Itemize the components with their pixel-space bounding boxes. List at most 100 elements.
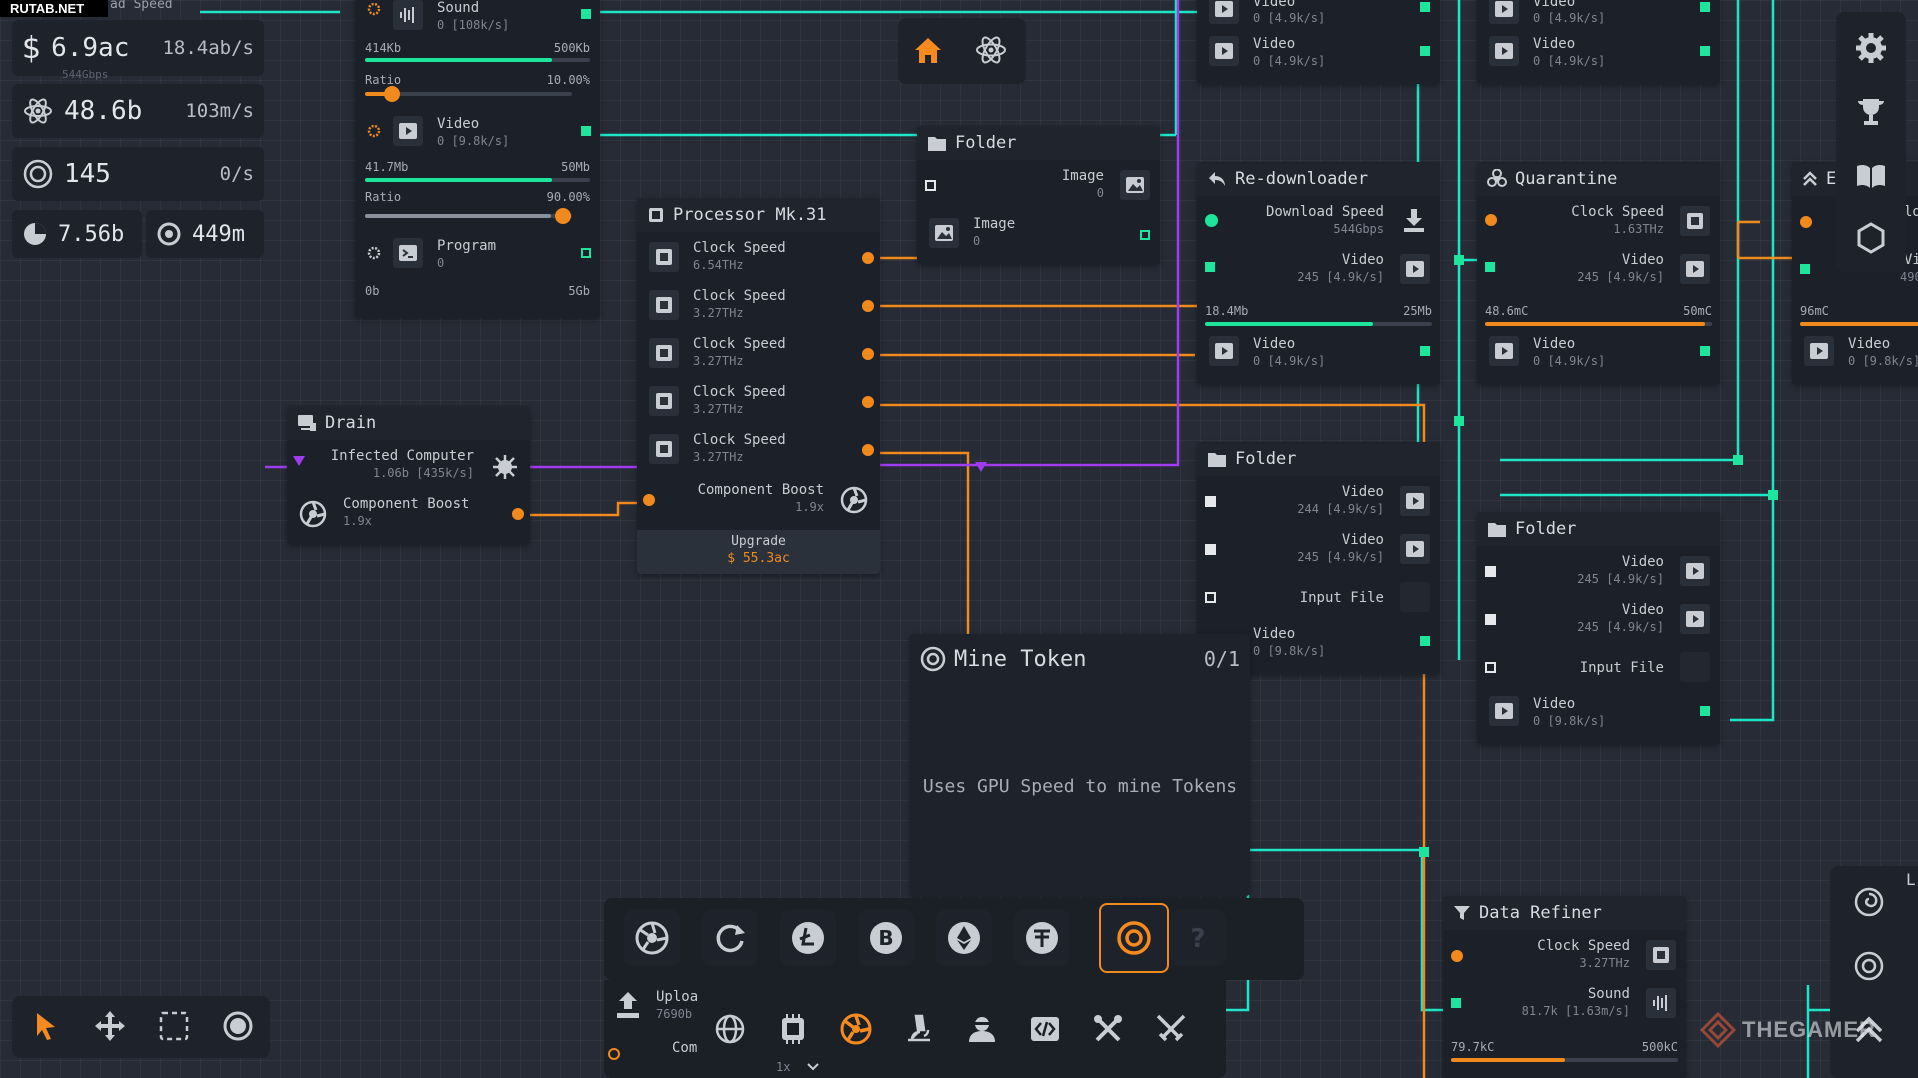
redownloader-title-bar[interactable]: Re-downloader [1197, 162, 1440, 196]
litecoin-button[interactable] [780, 910, 836, 966]
pointer-tool[interactable] [20, 1000, 72, 1052]
crypto-button[interactable] [624, 910, 680, 966]
media-node[interactable]: Sound 0 [108k/s] 414Kb 500Kb Ratio 10.00… [355, 0, 600, 318]
fr-input-1[interactable] [1485, 566, 1496, 577]
codex-button[interactable] [1845, 150, 1897, 202]
ratio2-slider[interactable] [365, 214, 572, 218]
quarantine-title-bar[interactable]: Quarantine [1477, 162, 1720, 196]
prestige-button[interactable] [1845, 212, 1897, 264]
gear-small-icon [367, 246, 381, 260]
folder-right-title-bar[interactable]: Folder [1477, 512, 1720, 546]
fm-input-file-slot[interactable] [1400, 582, 1430, 612]
redownloader-top-node[interactable]: Video 0 [4.9k/s] Video 0 [4.9k/s] [1197, 0, 1440, 84]
folder-mid-title-bar[interactable]: Folder [1197, 442, 1440, 476]
processor-node[interactable]: Processor Mk.31 Clock Speed6.54THzClock … [637, 198, 880, 574]
quarantine-top-node[interactable]: Video 0 [4.9k/s] Video 0 [4.9k/s] [1477, 0, 1720, 84]
data-refiner-title-bar[interactable]: Data Refiner [1443, 896, 1686, 930]
swords-tab[interactable] [1145, 1003, 1197, 1055]
refresh-button[interactable] [702, 910, 758, 966]
mine-token-title-bar[interactable]: Mine Token 0/1 [910, 634, 1250, 684]
money-sub: 544Gbps [62, 68, 108, 81]
redownloader-node[interactable]: Re-downloader Download Speed 544Gbps Vid… [1197, 162, 1440, 384]
q-top-output-2[interactable] [1700, 46, 1710, 56]
fr-input-2[interactable] [1485, 614, 1496, 625]
research-button[interactable] [965, 24, 1017, 76]
fm-input-1[interactable] [1205, 496, 1216, 507]
edge-r3: 490 [1900, 270, 1918, 284]
unknown-button[interactable]: ? [1170, 910, 1226, 966]
tether-button[interactable] [1014, 910, 1070, 966]
clock-output-port[interactable] [862, 300, 874, 312]
home-button[interactable] [902, 24, 954, 76]
clock-output-port[interactable] [862, 444, 874, 456]
dr-sound-input[interactable] [1451, 998, 1461, 1008]
select-tool[interactable] [148, 1000, 200, 1052]
fm-input-file-label: Input File [1300, 590, 1384, 606]
fm-input-2[interactable] [1205, 544, 1216, 555]
achievements-button[interactable] [1845, 86, 1897, 138]
rd-video-input[interactable] [1205, 262, 1215, 272]
settings-button[interactable] [1845, 22, 1897, 74]
sound-output-port[interactable] [581, 9, 591, 19]
ratio2-slider-handle[interactable] [555, 208, 571, 224]
chip-tab[interactable] [767, 1003, 819, 1055]
quarantine-node[interactable]: Quarantine Clock Speed 1.63THz Video 245… [1477, 162, 1720, 384]
upload-area[interactable]: Uploa 7690b [610, 985, 700, 1045]
drain-boost-port[interactable] [512, 508, 524, 520]
clock-output-port[interactable] [862, 252, 874, 264]
drain-title-bar[interactable]: Drain [287, 406, 530, 440]
circle-tool[interactable] [212, 1000, 264, 1052]
edge-input-1[interactable] [1800, 216, 1812, 228]
folder-top-node[interactable]: Folder Image 0 Image 0 [917, 126, 1160, 264]
rd-top-output-2[interactable] [1420, 46, 1430, 56]
move-tool[interactable] [84, 1000, 136, 1052]
proc-boost-input-port[interactable] [643, 494, 655, 506]
dr-clock-input[interactable] [1451, 950, 1463, 962]
target-token-button[interactable] [1099, 903, 1169, 973]
com-port[interactable] [608, 1048, 620, 1060]
q-top-output-1[interactable] [1700, 2, 1710, 12]
mine-token-node[interactable]: Mine Token 0/1 Uses GPU Speed to mine To… [910, 634, 1250, 896]
rd-top-output-1[interactable] [1420, 2, 1430, 12]
purple-input-arrow[interactable] [293, 454, 305, 466]
fm-out-sub: 0 [9.8k/s] [1253, 644, 1325, 658]
clock-output-port[interactable] [862, 348, 874, 360]
fr-output-port[interactable] [1700, 706, 1710, 716]
hacker-tab[interactable] [956, 1003, 1008, 1055]
program-output-port[interactable] [581, 248, 591, 258]
processor-title-bar[interactable]: Processor Mk.31 [637, 198, 880, 232]
clock-output-port[interactable] [862, 396, 874, 408]
q-clock-input[interactable] [1485, 214, 1497, 226]
microscope-tab[interactable] [893, 1003, 945, 1055]
q-output-port[interactable] [1700, 346, 1710, 356]
spiral-button[interactable] [1843, 876, 1895, 928]
drain-node[interactable]: Drain Infected Computer 1.06b [435k/s] C… [287, 406, 530, 544]
ethereum-button[interactable] [936, 910, 992, 966]
fm-output-port[interactable] [1420, 636, 1430, 646]
data-refiner-node[interactable]: Data Refiner Clock Speed 3.27THz Sound 8… [1443, 896, 1686, 1078]
microscope-icon [902, 1012, 936, 1046]
atom-icon [22, 95, 54, 127]
folder-top-title-bar[interactable]: Folder [917, 126, 1160, 160]
code-tab[interactable] [1019, 1003, 1071, 1055]
ratio1-slider-handle[interactable] [384, 86, 400, 102]
edge-input-2[interactable] [1800, 264, 1810, 274]
folder-right-node[interactable]: Folder Video 245 [4.9k/s] Video 245 [4.9… [1477, 512, 1720, 744]
fr-input-file-port[interactable] [1485, 662, 1496, 673]
image-input-port[interactable] [925, 180, 936, 191]
image-output-port[interactable] [1140, 230, 1150, 240]
target-button[interactable] [1843, 940, 1895, 992]
folder-in-label: Image [1062, 168, 1104, 184]
q-video-input[interactable] [1485, 262, 1495, 272]
rd-speed-input[interactable] [1205, 214, 1218, 227]
video-output-port[interactable] [581, 126, 591, 136]
rd-output-port[interactable] [1420, 346, 1430, 356]
globe-tab[interactable] [704, 1003, 756, 1055]
fr-input-file-slot[interactable] [1680, 652, 1710, 682]
bitcoin-button[interactable]: B [858, 910, 914, 966]
fm-input-file-port[interactable] [1205, 592, 1216, 603]
upgrade-button[interactable]: Upgrade $ 55.3ac [637, 530, 880, 574]
tools-tab[interactable] [1082, 1003, 1134, 1055]
chevron-down-icon[interactable] [806, 1062, 820, 1072]
fan-tab[interactable] [830, 1003, 882, 1055]
